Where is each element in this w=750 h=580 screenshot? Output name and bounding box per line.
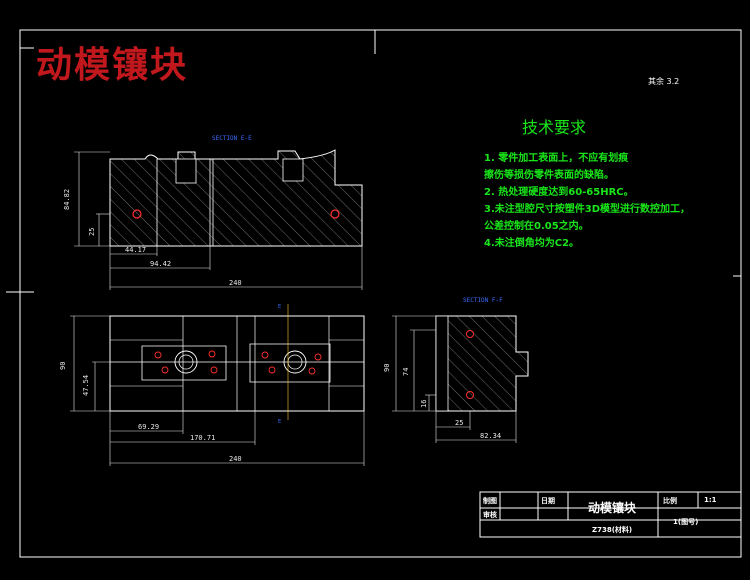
dim-plan-half: 47.54 bbox=[82, 374, 90, 396]
section-ff-view bbox=[392, 315, 529, 443]
plan-view bbox=[70, 304, 365, 466]
dim-ff-height: 90 bbox=[383, 363, 391, 372]
technical-requirements-list: 1. 零件加工表面上，不应有划痕 擦伤等损伤零件表面的缺陷。 2. 热处理硬度达… bbox=[484, 150, 690, 252]
dim-ee-d2: 94.42 bbox=[150, 260, 172, 268]
section-ee-view bbox=[74, 149, 363, 290]
requirement-item: 3.未注型腔尺寸按塑件3D模型进行数控加工， bbox=[484, 204, 691, 215]
requirement-item: 擦伤等损伤零件表面的缺陷。 bbox=[484, 170, 614, 181]
title-block-scale-label: 比例 bbox=[663, 497, 677, 505]
dim-plan-height: 90 bbox=[59, 361, 67, 370]
section-ee-label: SECTION E-E bbox=[212, 135, 252, 142]
section-ff-label: SECTION F-F bbox=[463, 297, 503, 304]
dim-plan-d1: 69.29 bbox=[138, 423, 160, 431]
title-block-count: 1(图号) bbox=[673, 518, 699, 526]
cut-letter-top: E bbox=[278, 304, 282, 310]
dim-plan-width: 240 bbox=[229, 455, 242, 463]
cut-letter-bottom: E bbox=[278, 419, 282, 425]
requirement-item: 4.未注倒角均为C2。 bbox=[484, 238, 580, 249]
surface-roughness-mark: 其余 3.2 bbox=[648, 77, 680, 86]
dim-plan-d2: 170.71 bbox=[190, 434, 216, 442]
title-block-material: Z738(材料) bbox=[592, 526, 633, 534]
requirement-item: 1. 零件加工表面上，不应有划痕 bbox=[484, 153, 629, 164]
dim-ff-inner: 74 bbox=[402, 367, 410, 376]
requirement-item: 公差控制在0.05之内。 bbox=[484, 221, 589, 232]
dim-ff-hole-height: 16 bbox=[420, 399, 428, 408]
dim-ee-hole-height: 25 bbox=[88, 227, 96, 236]
hole-marker-left bbox=[132, 209, 142, 219]
title-block-part-name: 动模镶块 bbox=[588, 501, 637, 515]
dim-ee-d1: 44.17 bbox=[125, 246, 147, 254]
technical-requirements-heading: 技术要求 bbox=[522, 118, 587, 137]
title-block-date: 日期 bbox=[541, 497, 555, 505]
dim-ee-height: 84.82 bbox=[63, 188, 71, 210]
title-block bbox=[479, 491, 742, 538]
title-block-scale-value: 1:1 bbox=[704, 496, 717, 504]
title-block-checked: 审核 bbox=[483, 511, 497, 519]
drawing-title: 动模镶块 bbox=[36, 44, 189, 86]
title-block-drawn: 制图 bbox=[483, 497, 497, 505]
dim-ff-d2: 82.34 bbox=[480, 432, 502, 440]
dim-ee-width: 240 bbox=[229, 279, 242, 287]
hole-marker-right bbox=[330, 209, 340, 219]
sheet-border bbox=[6, 29, 742, 558]
dim-ff-d1: 25 bbox=[455, 419, 464, 427]
requirement-item: 2. 热处理硬度达到60-65HRC。 bbox=[484, 187, 634, 198]
